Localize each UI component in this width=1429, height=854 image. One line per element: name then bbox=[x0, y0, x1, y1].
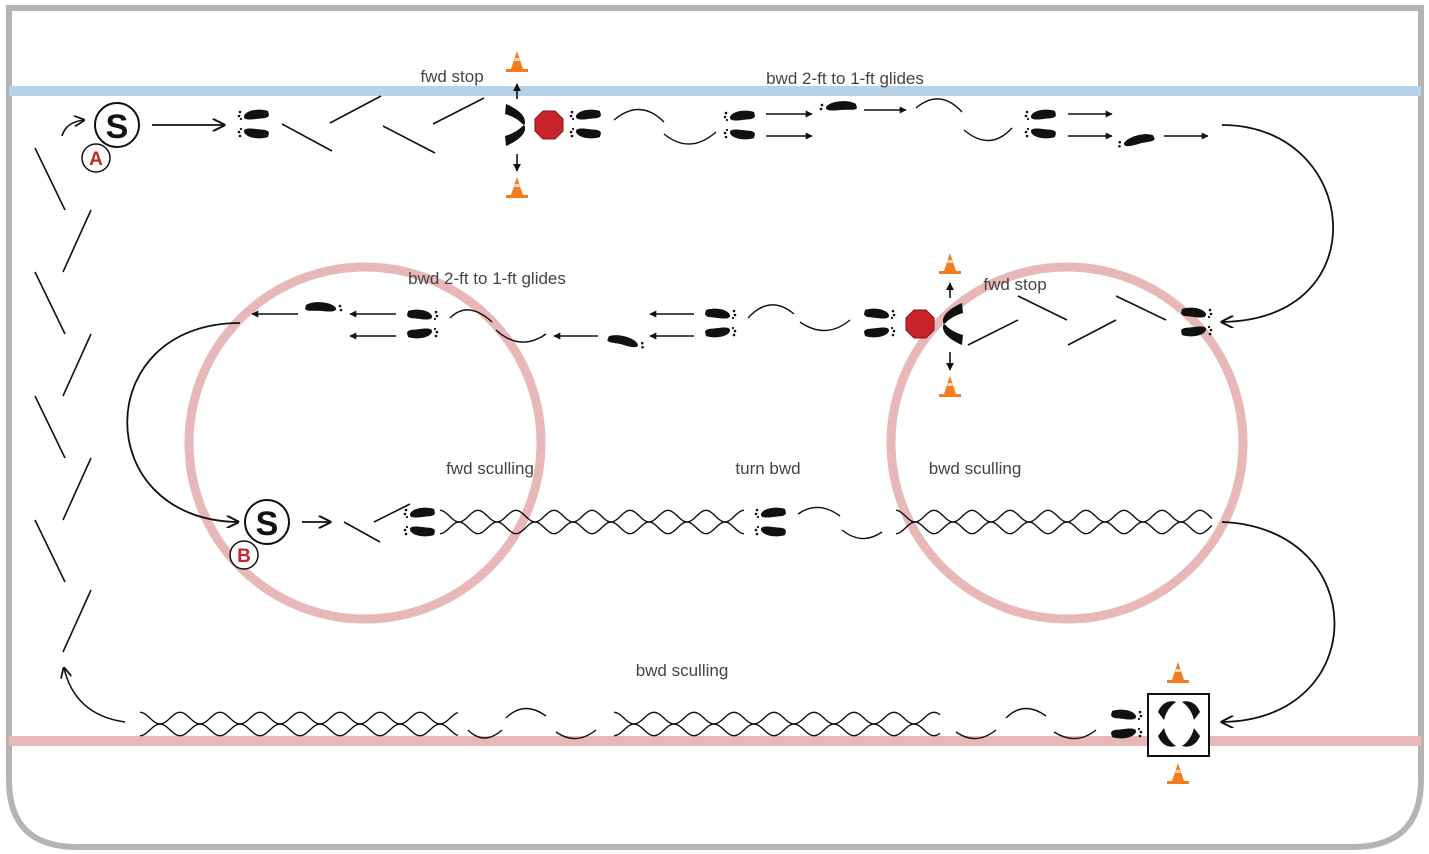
sculling-wave-strand bbox=[895, 521, 1213, 535]
sculling-wave-strand bbox=[613, 723, 941, 737]
glide-stride-icon bbox=[613, 108, 717, 145]
sculling-wave-strand bbox=[895, 509, 1213, 523]
skate-icon bbox=[505, 104, 526, 146]
stop-sign-icon bbox=[534, 110, 564, 140]
sculling-wave-icon bbox=[139, 711, 459, 737]
label-fwd-stop-middle: fwd stop bbox=[983, 275, 1046, 294]
sculling-wave-icon bbox=[613, 711, 941, 737]
start-a-symbol: S bbox=[106, 108, 129, 146]
station-badge-icon: B bbox=[229, 540, 259, 570]
turn-arrow-right-bottom bbox=[1222, 521, 1336, 722]
start-marker-icon: S bbox=[244, 499, 290, 545]
sculling-wave-strand bbox=[139, 711, 459, 725]
sculling-wave-strand bbox=[613, 711, 941, 725]
stop-sign-icon bbox=[905, 309, 935, 339]
sculling-wave-icon bbox=[895, 509, 1213, 535]
label-bwd-glides-top: bwd 2-ft to 1-ft glides bbox=[766, 69, 924, 88]
label-bwd-glides-middle: bwd 2-ft to 1-ft glides bbox=[408, 269, 566, 288]
label-fwd-sculling: fwd sculling bbox=[446, 459, 534, 478]
glide-stride-icon bbox=[343, 503, 411, 543]
sculling-wave-strand bbox=[439, 521, 745, 535]
glide-stride-icon bbox=[449, 309, 547, 343]
skate-icon bbox=[942, 303, 963, 345]
start-marker-icon: S bbox=[94, 102, 140, 148]
rink-boards bbox=[6, 5, 1424, 850]
faceoff-circle-right bbox=[886, 262, 1248, 624]
turn-arrow-left-middle bbox=[126, 322, 241, 522]
turn-arrow-right-top bbox=[1222, 124, 1335, 322]
label-turn-bwd: turn bwd bbox=[735, 459, 800, 478]
label-fwd-stop-top: fwd stop bbox=[420, 67, 483, 86]
glide-stride-icon bbox=[281, 95, 485, 154]
start-b-symbol: S bbox=[256, 505, 279, 543]
sculling-wave-strand bbox=[439, 509, 745, 523]
return-arrow-left bbox=[64, 668, 126, 723]
glide-stride-icon bbox=[467, 707, 597, 740]
glide-stride-icon bbox=[955, 707, 1097, 740]
pivot-box bbox=[1147, 693, 1210, 757]
sculling-wave-strand bbox=[139, 723, 459, 737]
sculling-wave-icon bbox=[439, 509, 745, 535]
glide-stride-icon bbox=[797, 506, 883, 540]
start-a-entry-arrow bbox=[61, 120, 84, 137]
label-bwd-sculling-middle: bwd sculling bbox=[929, 459, 1022, 478]
blue-line bbox=[9, 86, 1421, 96]
station-b-letter: B bbox=[237, 546, 251, 567]
left-stride-marks bbox=[34, 147, 92, 653]
red-line bbox=[9, 736, 1421, 746]
station-badge-icon: A bbox=[81, 143, 111, 173]
skate-icon bbox=[1158, 701, 1200, 747]
label-bwd-sculling-bottom: bwd sculling bbox=[636, 661, 729, 680]
glide-stride-icon bbox=[967, 295, 1167, 346]
station-a-letter: A bbox=[89, 149, 103, 170]
faceoff-circle-left bbox=[184, 262, 546, 624]
glide-stride-icon bbox=[747, 304, 851, 332]
glide-stride-icon bbox=[915, 98, 1013, 142]
